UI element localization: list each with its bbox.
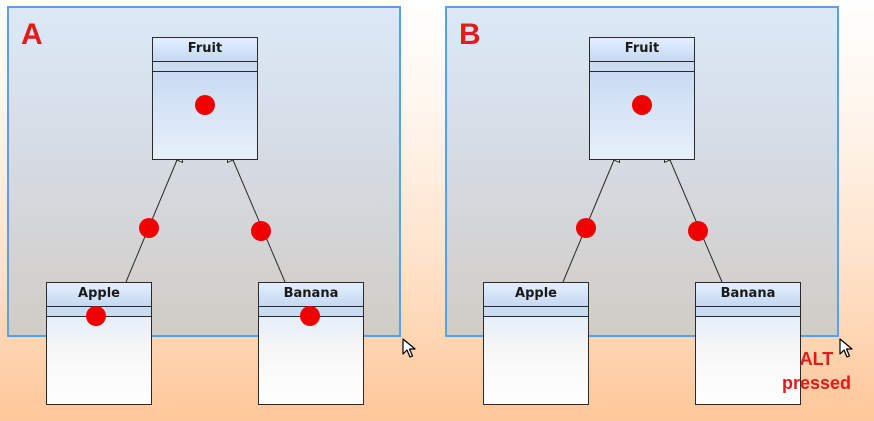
note-line-2: pressed [781, 373, 851, 393]
class-name: Banana [259, 283, 363, 307]
selection-marker-link-banana[interactable] [251, 221, 271, 241]
class-name: Apple [47, 283, 151, 307]
attributes-compartment [484, 307, 588, 317]
attributes-compartment [153, 62, 257, 72]
class-box-fruit[interactable]: Fruit [152, 37, 258, 160]
class-name: Fruit [590, 38, 694, 62]
class-name: Fruit [153, 38, 257, 62]
class-box-fruit[interactable]: Fruit [589, 37, 695, 160]
selection-marker-banana[interactable] [300, 306, 320, 326]
alt-pressed-note: ALT pressed [782, 347, 851, 395]
operations-compartment [47, 317, 151, 404]
selection-marker-apple[interactable] [86, 306, 106, 326]
diagram-panel-b[interactable]: B [445, 6, 839, 337]
attributes-compartment [696, 307, 800, 317]
operations-compartment [484, 317, 588, 404]
operations-compartment [153, 72, 257, 159]
note-line-1: ALT [799, 349, 834, 369]
class-box-apple[interactable]: Apple [46, 282, 152, 405]
class-name: Apple [484, 283, 588, 307]
class-box-banana[interactable]: Banana [258, 282, 364, 405]
selection-marker-fruit[interactable] [195, 95, 215, 115]
panel-label: B [459, 18, 481, 51]
attributes-compartment [590, 62, 694, 72]
mouse-pointer-icon [839, 338, 853, 358]
class-name: Banana [696, 283, 800, 307]
mouse-pointer-icon [402, 338, 416, 358]
operations-compartment [259, 317, 363, 404]
operations-compartment [696, 317, 800, 404]
selection-marker-link-banana[interactable] [688, 221, 708, 241]
selection-marker-fruit[interactable] [632, 95, 652, 115]
class-box-banana[interactable]: Banana [695, 282, 801, 405]
selection-marker-link-apple[interactable] [576, 218, 596, 238]
class-box-apple[interactable]: Apple [483, 282, 589, 405]
operations-compartment [590, 72, 694, 159]
selection-marker-link-apple[interactable] [139, 218, 159, 238]
panel-label: A [21, 18, 43, 51]
